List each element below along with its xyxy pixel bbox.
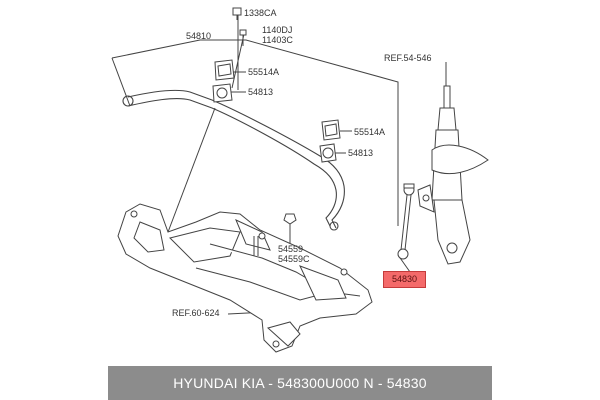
callout-frame — [111, 39, 399, 226]
label-bolt-a: 1140DJ — [262, 25, 293, 35]
parts-diagram — [111, 7, 489, 353]
bracket-lower-icon — [319, 143, 337, 163]
label-bracket-upper: 54813 — [248, 87, 274, 97]
label-nut-b: 54559C — [278, 254, 310, 264]
label-bolt-b: 11403C — [262, 35, 293, 45]
bracket-upper-icon — [212, 83, 233, 103]
leader-stab-bar — [164, 107, 216, 241]
leader-bolt-a — [231, 33, 245, 89]
label-nut-a: 54559 — [278, 244, 304, 254]
stabilizer-link — [397, 183, 415, 260]
label-bolt-top: 1338CA — [244, 8, 277, 18]
stabilizer-bar — [122, 89, 345, 231]
label-link-highlight: 54830 — [383, 271, 426, 288]
callout-frame-left — [111, 57, 131, 107]
label-stabilizer-bar: 54810 — [186, 31, 212, 41]
label-bushing-upper: 55514A — [248, 67, 280, 77]
label-bracket-lower: 54813 — [348, 148, 374, 158]
bolt-icon — [232, 7, 242, 20]
bushing-lower-icon — [321, 119, 341, 141]
label-strut-ref: REF.54-546 — [384, 53, 432, 63]
label-subframe-ref: REF.60-624 — [172, 308, 220, 318]
bolt-small-icon — [239, 29, 247, 46]
subframe-crossmember — [117, 203, 373, 353]
bushing-upper-icon — [214, 59, 235, 81]
strut-assembly — [417, 85, 489, 265]
label-bushing-lower: 55514A — [354, 127, 386, 137]
part-number-banner: HYUNDAI KIA - 548300U000 N - 54830 — [108, 366, 492, 400]
nut-icon — [283, 213, 297, 225]
